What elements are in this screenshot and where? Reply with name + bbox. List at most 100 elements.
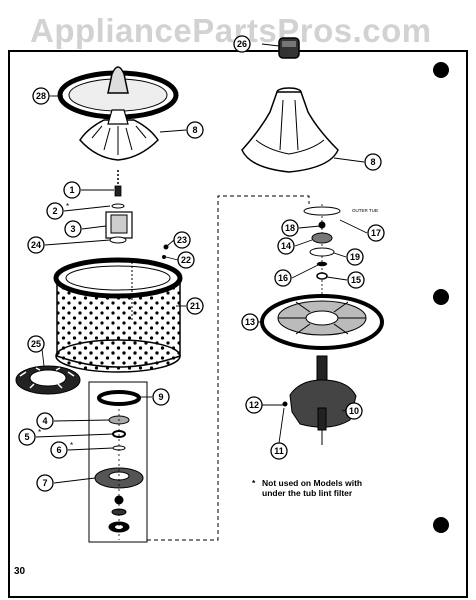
footnote-line: under the tub lint filter (262, 488, 353, 498)
callout-number: 8 (370, 157, 375, 167)
callout-circle (152, 388, 170, 406)
agitator-barrel (241, 37, 339, 173)
page-number: 30 (14, 566, 26, 577)
callout-11: 11 (270, 442, 288, 460)
agitator-with-cap (57, 66, 179, 161)
callout-number: 12 (249, 400, 259, 410)
callout-28: 28 (32, 87, 50, 105)
callout-circle (364, 153, 382, 171)
callout-24: 24 (27, 236, 45, 254)
callout-25: 25 (27, 335, 45, 353)
callout-13: 13 (241, 313, 259, 331)
callout-number: 22 (181, 255, 191, 265)
binder-hole-top (433, 62, 449, 78)
callout-number: 13 (245, 317, 255, 327)
callout-21: 21 (186, 297, 204, 315)
callout-number: 19 (350, 252, 360, 262)
callout-circle (346, 248, 364, 266)
callout-number: 21 (190, 301, 200, 311)
outer-tub-label: OUTER TUB (352, 208, 378, 213)
callout-circle (63, 181, 81, 199)
asterisk-marker: * (66, 202, 69, 211)
callout-number: 11 (274, 446, 284, 456)
callout-circle (36, 474, 54, 492)
callout-4: 4 (36, 412, 54, 430)
callout-7: 7 (36, 474, 54, 492)
footnote-marker: * (252, 478, 256, 488)
callout-10: 10 (345, 402, 363, 420)
callout-circle (36, 412, 54, 430)
brake-hub (15, 365, 81, 395)
callout-circle (46, 202, 64, 220)
callout-number: 5 (24, 432, 29, 442)
callout-18: 18 (281, 219, 299, 237)
callout-circle (345, 402, 363, 420)
callout-1: 1 (63, 181, 81, 199)
footnote: * Not used on Models with under the tub … (252, 478, 392, 498)
callout-circle (177, 251, 195, 269)
callout-circle (270, 442, 288, 460)
leader-lines (35, 43, 368, 484)
callout-circle (27, 335, 45, 353)
callout-number: 9 (158, 392, 163, 402)
callout-number: 8 (192, 125, 197, 135)
binder-hole-middle (433, 289, 449, 305)
callout-circle (27, 236, 45, 254)
callout-number: 4 (42, 416, 47, 426)
callout-circle (32, 87, 50, 105)
callout-circle (173, 231, 191, 249)
callout-number: 16 (278, 273, 288, 283)
callout-6: 6 (50, 441, 68, 459)
callout-26: 26 (233, 35, 251, 53)
callout-circle (233, 35, 251, 53)
callout-number: 26 (237, 39, 247, 49)
callout-12: 12 (245, 396, 263, 414)
footnote-line: Not used on Models with (262, 478, 363, 488)
watermark: AppliancePartsPros.com (30, 12, 432, 49)
callout-number: 10 (349, 406, 359, 416)
callout-22: 22 (177, 251, 195, 269)
callout-5: 5 (18, 428, 36, 446)
callout-circle (186, 297, 204, 315)
callout-9: 9 (152, 388, 170, 406)
callout-number: 28 (36, 91, 46, 101)
callout-circle (50, 441, 68, 459)
callout-15: 15 (347, 271, 365, 289)
callout-number: 14 (281, 241, 291, 251)
shaft-hardware (105, 170, 169, 259)
callout-14: 14 (277, 237, 295, 255)
callout-circle (281, 219, 299, 237)
callout-23: 23 (173, 231, 191, 249)
callout-circle (64, 220, 82, 238)
callout-circle (245, 396, 263, 414)
callout-circle (274, 269, 292, 287)
callout-8: 8 (364, 153, 382, 171)
assembly-connector-line (147, 195, 310, 541)
callout-number: 23 (177, 235, 187, 245)
callout-8: 8 (186, 121, 204, 139)
callout-number: 3 (70, 224, 75, 234)
callout-19: 19 (346, 248, 364, 266)
callout-number: 24 (31, 240, 41, 250)
callout-circle (277, 237, 295, 255)
callout-circle (347, 271, 365, 289)
callout-circle (186, 121, 204, 139)
callout-2: 2 (46, 202, 64, 220)
callout-16: 16 (274, 269, 292, 287)
callout-circle (241, 313, 259, 331)
callout-number: 25 (31, 339, 41, 349)
callout-number: 18 (285, 223, 295, 233)
mounting-kit-box (88, 381, 148, 543)
callout-number: 1 (69, 185, 74, 195)
callout-number: 7 (42, 478, 47, 488)
callout-3: 3 (64, 220, 82, 238)
callout-circle (367, 224, 385, 242)
callout-number: 6 (56, 445, 61, 455)
callout-number: 2 (52, 206, 57, 216)
callout-number: 15 (351, 275, 361, 285)
callout-number: 17 (371, 228, 381, 238)
callout-17: 17 (367, 224, 385, 242)
